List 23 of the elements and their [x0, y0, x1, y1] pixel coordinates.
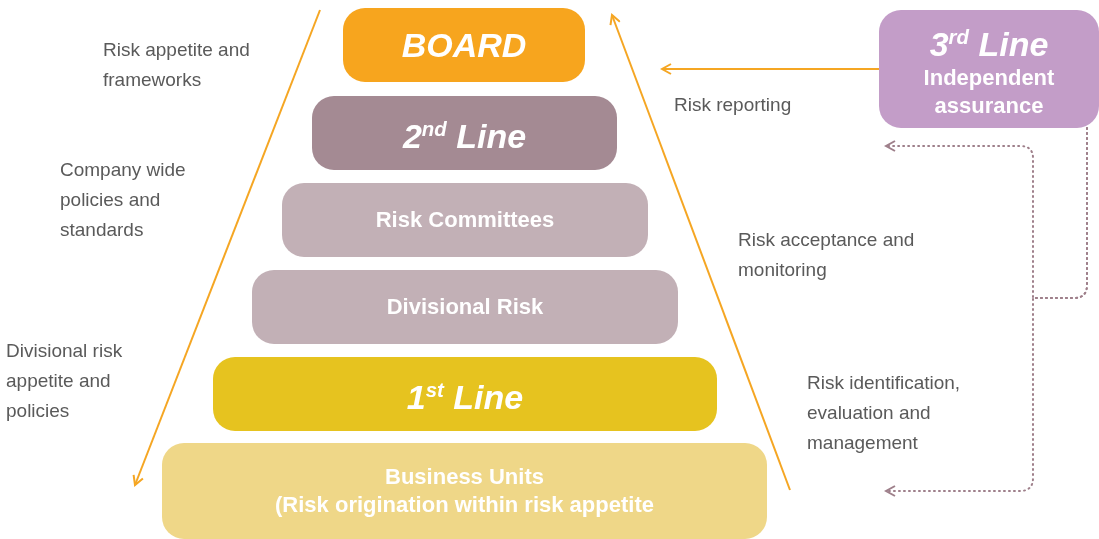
- tier-box: [312, 96, 617, 170]
- annotation-text: Risk identification, evaluation and management: [807, 371, 962, 455]
- box-title: 2$^{nd}$ Line: [402, 116, 527, 156]
- box-title: 3$^{rd}$ Line: [929, 24, 1049, 64]
- annotation-text: Divisional risk appetite and policies: [6, 339, 124, 423]
- box-title: Risk Committees: [375, 206, 555, 234]
- annotation-text: Company wide policies and standards: [60, 158, 187, 242]
- tier-box: [252, 270, 678, 344]
- tier-box: [213, 357, 717, 431]
- dotted-arrow: [885, 127, 1088, 497]
- box-title: 1$^{st}$ Line: [406, 377, 524, 417]
- box-subtitle: (Risk origination within risk appetite: [275, 491, 654, 519]
- tier-box: [162, 443, 767, 539]
- tier-box: [282, 183, 648, 257]
- box-title: Divisional Risk: [386, 293, 544, 321]
- box-title: BOARD: [401, 26, 527, 64]
- annotation-text: Risk appetite and frameworks: [103, 38, 251, 92]
- tier-box: [343, 8, 585, 82]
- annotation-text: Risk acceptance and monitoring: [738, 228, 916, 282]
- box-subtitle: Independent assurance: [922, 63, 1056, 120]
- arrow: [661, 63, 880, 75]
- assurance-box: [879, 10, 1099, 128]
- box-title: Business Units: [385, 463, 544, 491]
